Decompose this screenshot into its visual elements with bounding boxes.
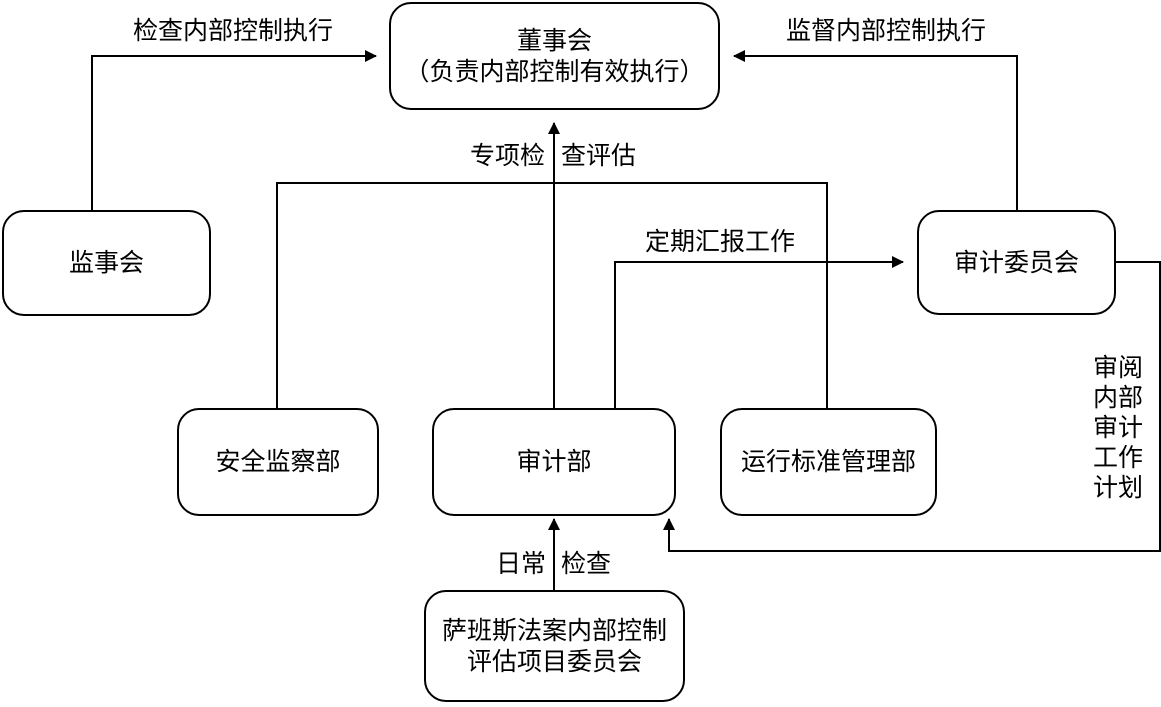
review-plan-line-4: 工作 [1093,443,1144,472]
edge-label-daily-check-part2: 检查 [561,549,612,578]
safety-dept-label: 安全监察部 [215,447,341,477]
edge-supervisory-to-board [91,50,377,210]
review-plan-line-2: 内部 [1093,383,1144,412]
board-subtitle: （负责内部控制有效执行） [404,57,705,86]
sox-committee-node: 萨班斯法案内部控制 评估项目委员会 [424,590,685,702]
supervisory-board-label: 监事会 [68,248,144,278]
edge-label-review-audit-plan: 审阅 内部 审计 工作 计划 [1093,353,1143,503]
board-node: 董事会 （负责内部控制有效执行） [389,2,720,110]
edge-audit-dept-to-audit-committee [614,256,904,408]
edge-label-special-review-part2: 查评估 [561,141,637,170]
audit-committee-label: 审计委员会 [953,247,1079,277]
sox-committee-line2: 评估项目委员会 [466,647,642,676]
board-title: 董事会 [516,25,592,55]
ops-standards-dept-node: 运行标准管理部 [720,408,937,516]
supervisory-board-node: 监事会 [2,210,211,316]
edge-audit-committee-to-audit-dept [663,261,1161,552]
edge-label-special-review-part1: 专项检 [470,141,546,170]
edge-safety-ops-bracket [276,182,828,408]
edge-label-daily-check-part1: 日常 [496,549,547,578]
review-plan-line-3: 审计 [1093,413,1144,442]
review-plan-line-5: 计划 [1093,473,1144,502]
safety-dept-node: 安全监察部 [177,408,379,516]
edge-label-periodic-report: 定期汇报工作 [643,227,798,256]
review-plan-line-1: 审阅 [1093,353,1144,382]
audit-committee-node: 审计委员会 [917,210,1116,315]
audit-dept-label: 审计部 [516,447,592,477]
audit-dept-node: 审计部 [432,408,676,516]
ops-standards-dept-label: 运行标准管理部 [740,447,916,477]
edge-label-check-internal-control: 检查内部控制执行 [131,16,336,45]
sox-committee-line1: 萨班斯法案内部控制 [441,615,667,645]
edge-label-supervise-internal-control: 监督内部控制执行 [784,16,989,45]
edge-audit-committee-to-board [733,50,1018,210]
